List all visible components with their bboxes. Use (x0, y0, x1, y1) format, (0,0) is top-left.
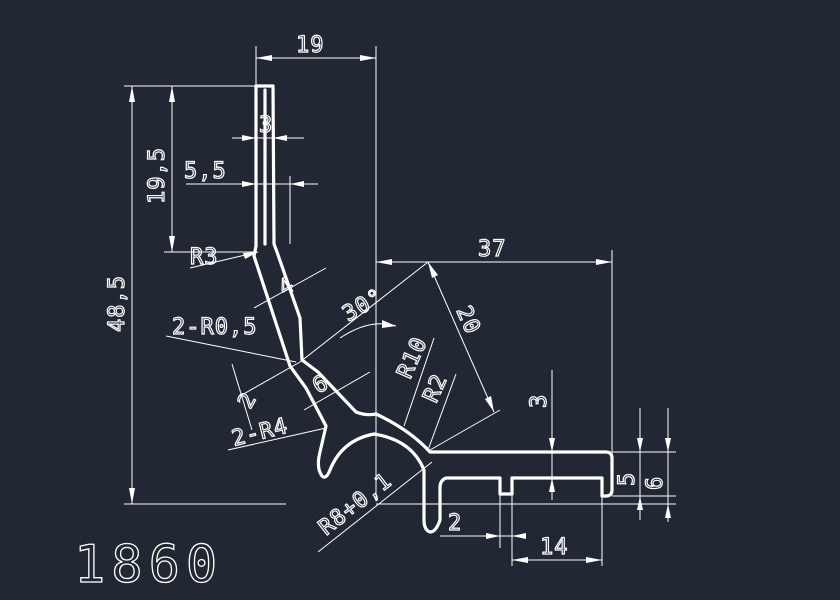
label-r8: R8+0,1 (314, 468, 397, 540)
dim-line-6-mid (303, 371, 371, 411)
label-5: 5 (615, 472, 640, 486)
label-30: 30° (339, 284, 389, 327)
label-14: 14 (540, 535, 569, 560)
arrow-r3 (243, 252, 258, 259)
angle-ref-line (299, 261, 429, 363)
label-3-top: 3 (259, 113, 273, 138)
label-5-5: 5,5 (184, 159, 227, 184)
arrow-5-5-left (242, 181, 256, 187)
ext-line-20 (429, 409, 501, 451)
arrow-30 (382, 320, 396, 328)
arrow-2-bottom-right (512, 533, 526, 539)
label-3-right: 3 (527, 394, 552, 408)
label-4: 4 (275, 272, 300, 301)
dimension-labels: 19 3 19,5 5,5 48,5 R3 4 2-R0,5 2 2-R4 6 … (104, 32, 668, 560)
arrow-19-left (256, 55, 272, 61)
dimension-lines (124, 46, 676, 566)
arrow-19-5-top (169, 86, 175, 102)
arrow-3-right-bottom (549, 478, 555, 492)
label-48-5: 48,5 (105, 275, 130, 332)
leader-r10 (403, 337, 435, 427)
arrow-20-bottom (485, 396, 494, 412)
leader-r2 (427, 373, 457, 451)
label-19: 19 (296, 33, 325, 58)
arrow-37-left (376, 259, 392, 265)
arrow-48-5-top (129, 86, 135, 102)
label-20: 20 (451, 302, 485, 338)
profile-outline (252, 84, 614, 534)
arrow-14-left (512, 557, 528, 563)
arrow-19-right (360, 55, 376, 61)
label-37: 37 (478, 237, 507, 262)
arrow-3-right-top (549, 438, 555, 452)
dim-line-2-left (231, 363, 253, 431)
leader-r8 (317, 461, 433, 553)
arrow-6-top (665, 438, 671, 452)
arrow-3-right (273, 135, 287, 141)
arrow-5-5-right (290, 181, 304, 187)
leader-r0-5 (165, 335, 297, 363)
arrow-48-5-bottom (129, 488, 135, 504)
profile-shape (252, 84, 614, 534)
label-6-right: 6 (643, 476, 668, 490)
label-19-5: 19,5 (145, 147, 170, 204)
part-number: 1860 (74, 535, 223, 595)
label-r0-5: 2-R0,5 (172, 315, 257, 340)
label-r2: R2 (419, 370, 453, 406)
label-2-bottom: 2 (448, 511, 462, 536)
dim-line-4 (253, 267, 327, 309)
label-r3: R3 (190, 245, 219, 270)
arrow-2-bottom-left (486, 533, 500, 539)
leader-r4 (227, 427, 327, 451)
dim-line-20 (427, 261, 495, 413)
arrow-37-right (596, 259, 612, 265)
arrow-19-5-bottom (169, 236, 175, 252)
ext-line-2-left (239, 361, 301, 397)
arrow-14-right (586, 557, 602, 563)
arrow-20-top (428, 262, 438, 278)
arrow-3-left (242, 135, 256, 141)
arrow-5-bottom (637, 496, 643, 510)
label-r4: 2-R4 (229, 414, 290, 452)
arrow-6-bottom (665, 504, 671, 518)
arrow-5-top (637, 438, 643, 452)
